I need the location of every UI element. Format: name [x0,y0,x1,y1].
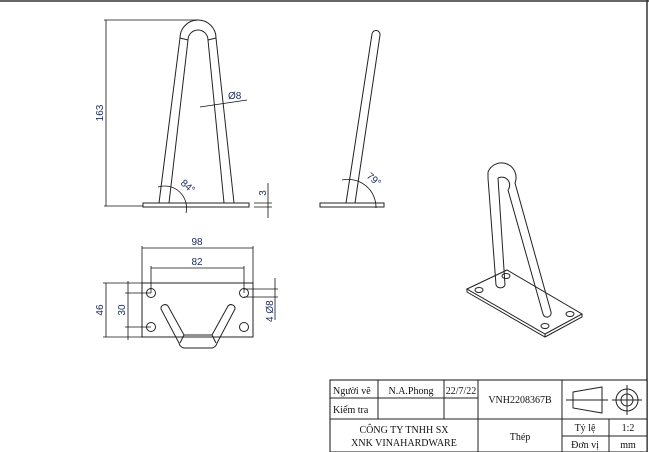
unit: mm [620,440,636,451]
dim-depth-holes: 30 [117,304,128,316]
unit-label: Đơn vị [571,440,599,451]
dim-width-outer: 98 [191,237,203,248]
dim-depth-outer: 46 [95,304,106,316]
title-block: Người vẽ N.A.Phong 22/7/22 VNH2208367B K… [329,379,648,452]
company-line2: XNK VINAHARDWARE [351,438,457,449]
front-view: 163 Ø8 84° 3 [95,19,272,218]
date: 22/7/22 [446,386,477,397]
material: Thép [510,432,531,443]
checked-by-label: Kiểm tra [333,405,369,416]
dim-holes: 4 Ø8 [265,300,276,322]
dim-diameter: Ø8 [228,91,242,102]
dim-width-holes: 82 [191,257,203,268]
scale-label: Tỷ lệ [575,423,596,434]
company-line1: CÔNG TY TNHH SX [360,424,450,436]
scale: 1:2 [622,423,635,434]
top-view: 98 82 46 30 4 Ø8 [95,237,278,349]
drawn-by: N.A.Phong [388,386,433,397]
drawing-number: VNH2208367B [488,395,552,406]
projection-symbol-icon [566,385,642,415]
isometric-view [465,162,584,338]
dim-thickness: 3 [258,190,269,196]
drawn-by-label: Người vẽ [333,386,371,397]
dim-height: 163 [95,104,106,121]
side-view: 79° [319,30,385,209]
